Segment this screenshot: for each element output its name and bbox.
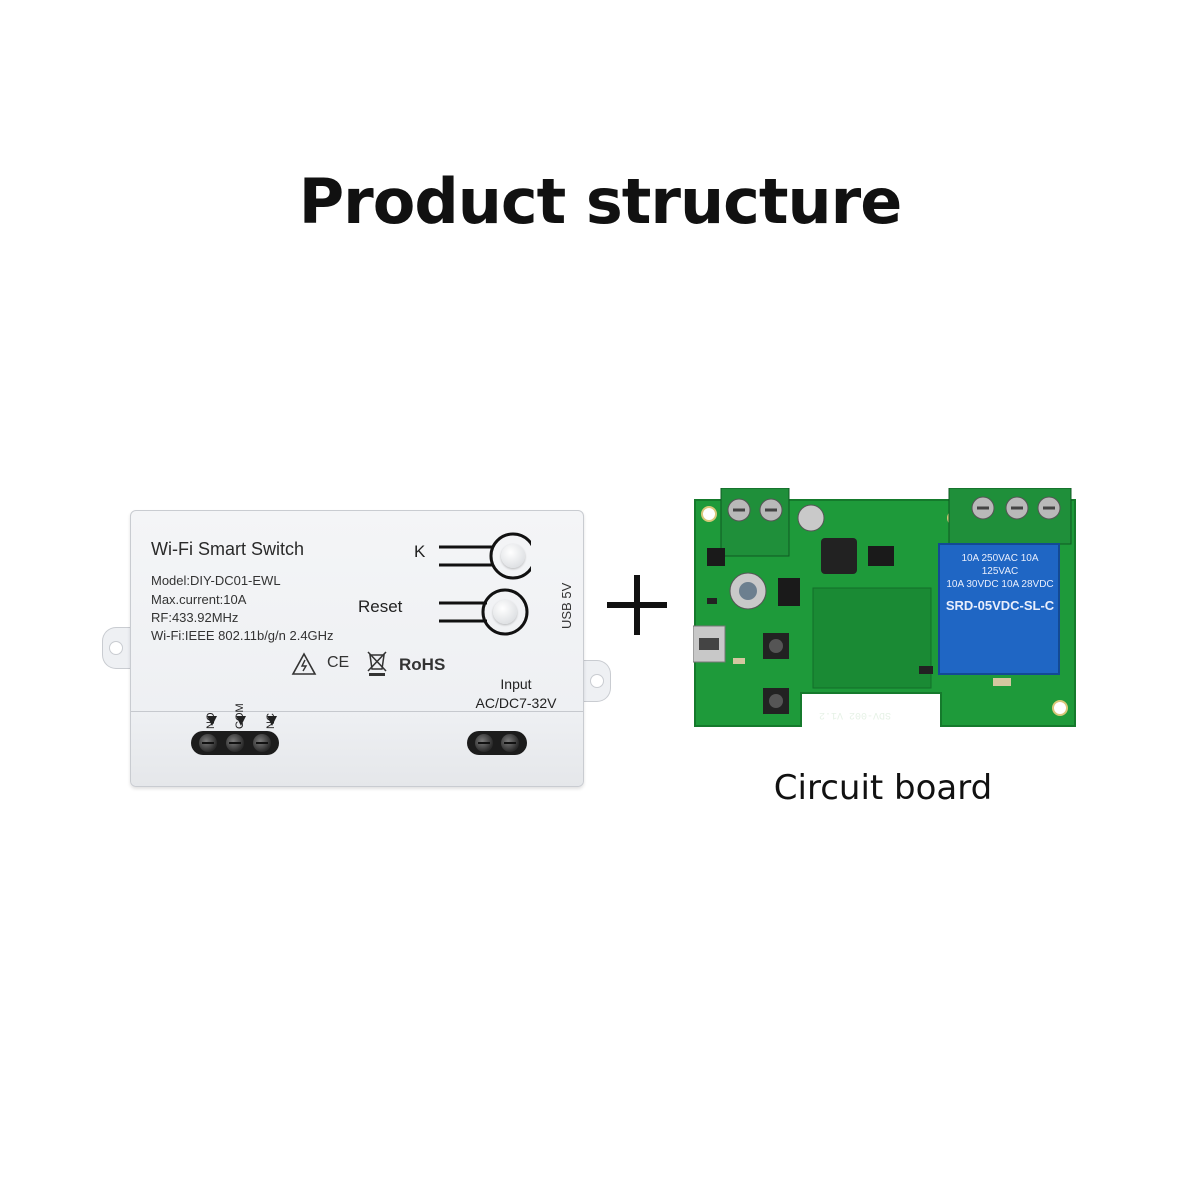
input-voltage: AC/DC7-32V: [475, 695, 557, 711]
ce-mark: CE: [327, 654, 350, 671]
circuit-board-caption: Circuit board: [773, 768, 993, 808]
model-text: Model:DIY-DC01-EWL: [151, 573, 281, 588]
button-reset-label: Reset: [358, 597, 403, 616]
output-terminal-block: [191, 731, 279, 755]
relay-rating-dc: 10A 30VDC 10A 28VDC: [946, 579, 1054, 590]
button-reset[interactable]: [493, 600, 517, 624]
warning-icon: [291, 652, 317, 675]
mounting-ear-left: [102, 627, 135, 669]
rohs-mark: RoHS: [399, 655, 446, 674]
relay-model: SRD-05VDC-SL-C: [945, 598, 1055, 613]
button-k[interactable]: [501, 544, 525, 568]
page-title: Product structure: [298, 165, 903, 238]
circuit-board-photo: 10A 250VAC 10A 125VAC 10A 30VDC 10A 28VD…: [692, 487, 1078, 730]
button-outlines: [439, 532, 531, 636]
max-current-text: Max.current:10A: [151, 592, 247, 607]
pcb-illustration: [692, 487, 1076, 727]
usb-label: USB 5V: [559, 582, 574, 629]
relay-rating-ac: 10A 250VAC 10A 125VAC: [961, 553, 1039, 577]
enclosure-body: Wi-Fi Smart Switch Model:DIY-DC01-EWL Ma…: [130, 510, 584, 787]
product-name: Wi-Fi Smart Switch: [151, 539, 304, 559]
mounting-ear-right: [578, 660, 611, 702]
input-terminal-block: [467, 731, 527, 755]
button-k-label: K: [414, 542, 426, 561]
plus-sign: [607, 575, 667, 635]
weee-bin-icon: [367, 651, 387, 676]
terminal-arrows: [207, 716, 277, 726]
smart-switch-enclosure: Wi-Fi Smart Switch Model:DIY-DC01-EWL Ma…: [96, 505, 616, 790]
input-label: Input: [500, 676, 532, 692]
relay-text: 10A 250VAC 10A 125VAC 10A 30VDC 10A 28VD…: [945, 552, 1055, 670]
rf-text: RF:433.92MHz: [151, 610, 239, 625]
wifi-spec-text: Wi-Fi:IEEE 802.11b/g/n 2.4GHz: [151, 628, 334, 643]
board-label: SDV-002 V1.2: [819, 709, 892, 720]
